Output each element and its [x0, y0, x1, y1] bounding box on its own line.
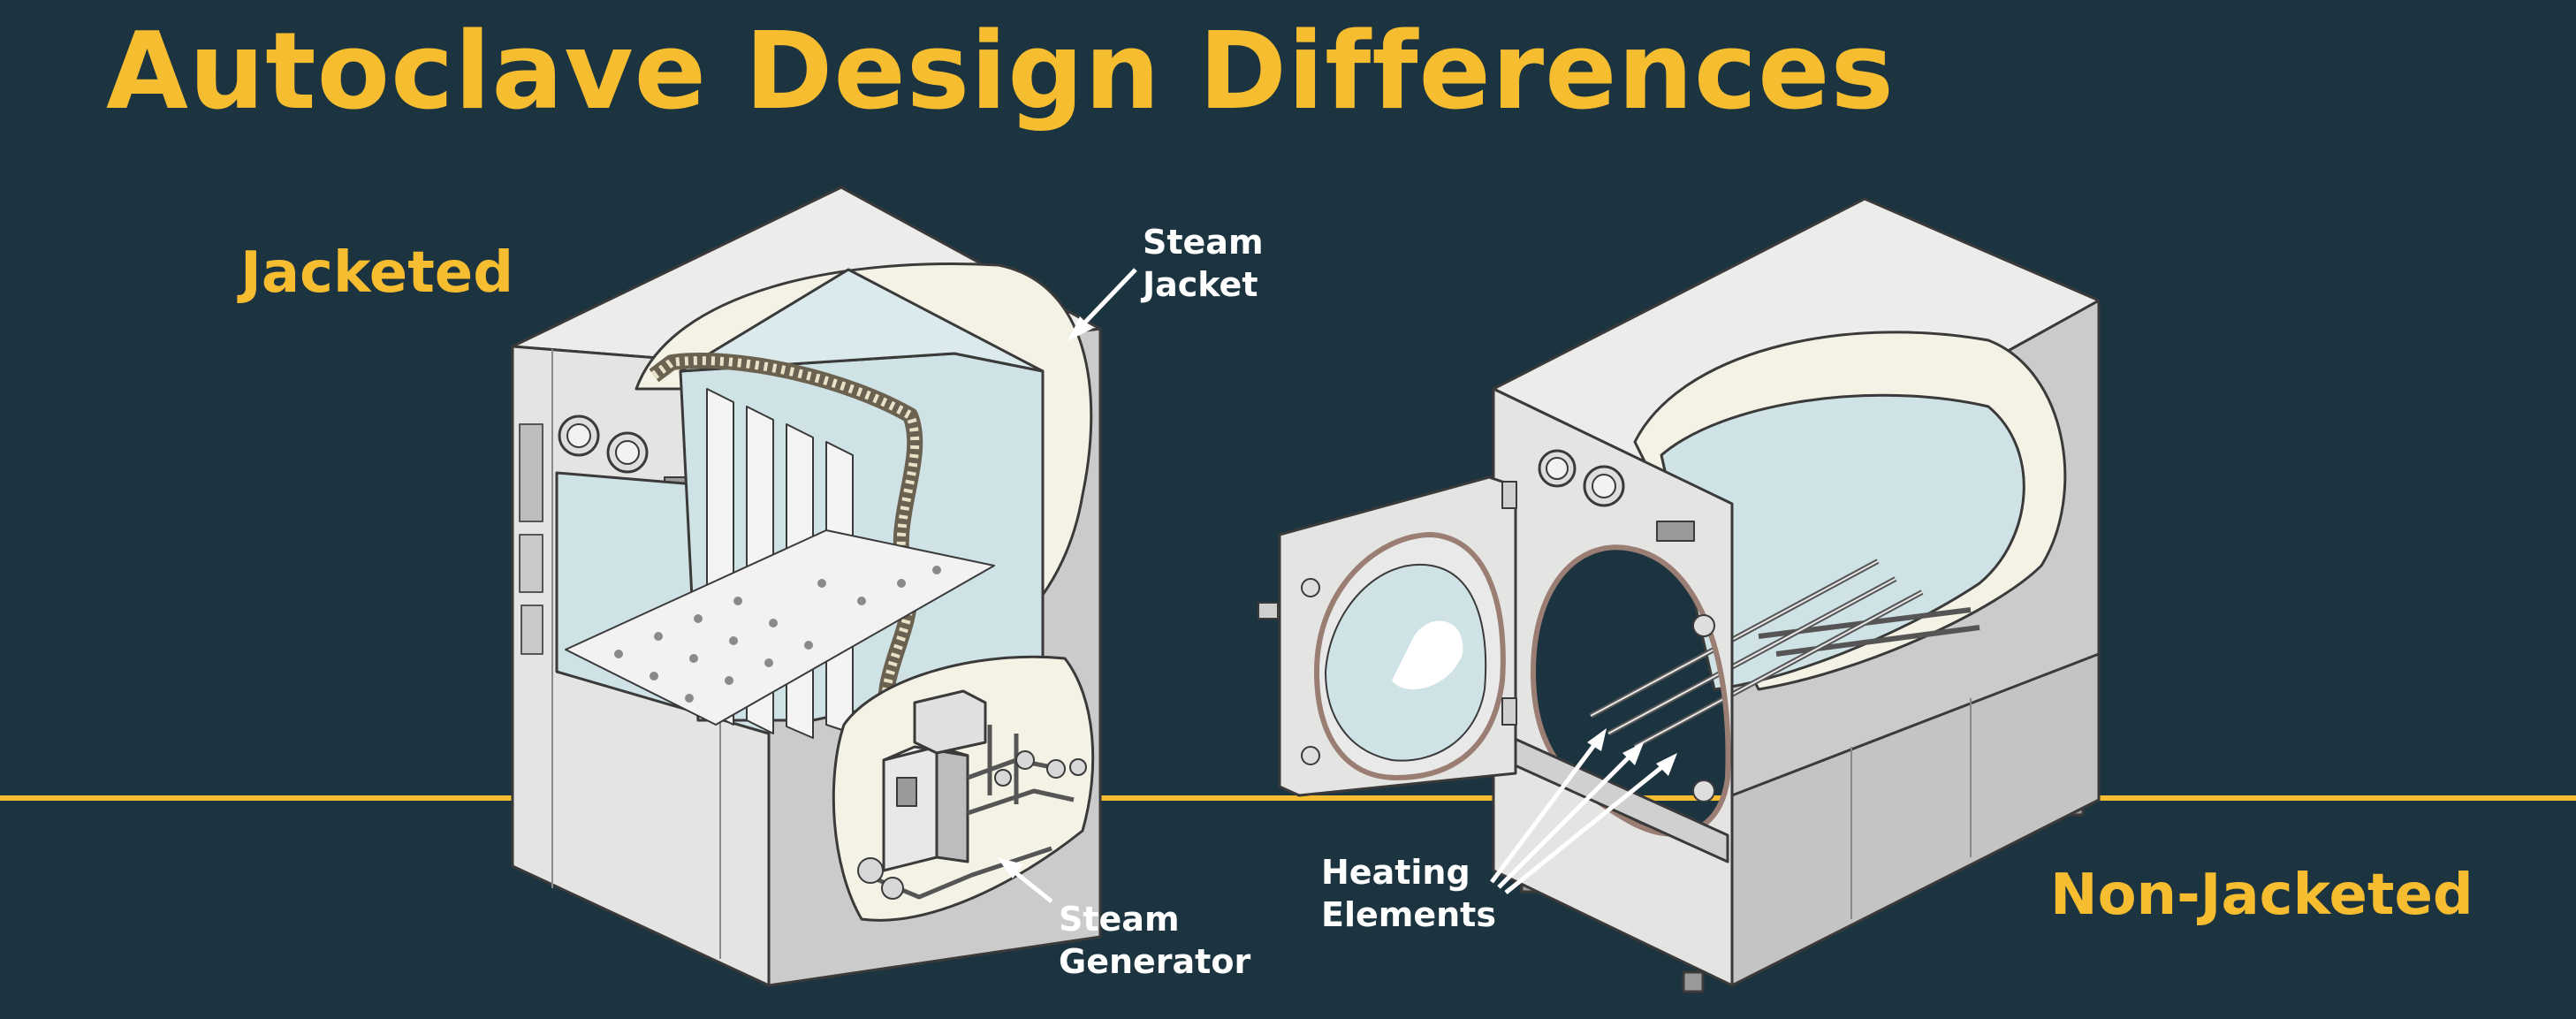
steam-generator-callout: Steam Generator — [1059, 898, 1250, 983]
heating-elements-callout: Heating Elements — [1321, 851, 1496, 936]
steam-jacket-line-1: Steam — [1143, 223, 1264, 262]
steam-generator-line-1: Steam — [1059, 900, 1180, 939]
heating-elements-line-1: Heating — [1321, 853, 1470, 892]
heating-elements-arrows — [1489, 728, 1677, 894]
steam-jacket-line-2: Jacket — [1143, 265, 1258, 304]
steam-generator-arrow — [997, 857, 1053, 903]
page-title: Autoclave Design Differences — [106, 11, 1895, 133]
non-jacketed-label: Non-Jacketed — [2050, 863, 2473, 928]
steam-jacket-callout: Steam Jacket — [1143, 221, 1264, 306]
steam-generator-line-2: Generator — [1059, 942, 1251, 981]
steam-jacket-arrow — [1068, 268, 1137, 341]
jacketed-autoclave-illustration — [511, 186, 1102, 987]
heating-elements-line-2: Elements — [1321, 895, 1496, 934]
jacketed-label: Jacketed — [240, 240, 513, 306]
non-jacketed-autoclave-illustration — [1258, 197, 2101, 993]
